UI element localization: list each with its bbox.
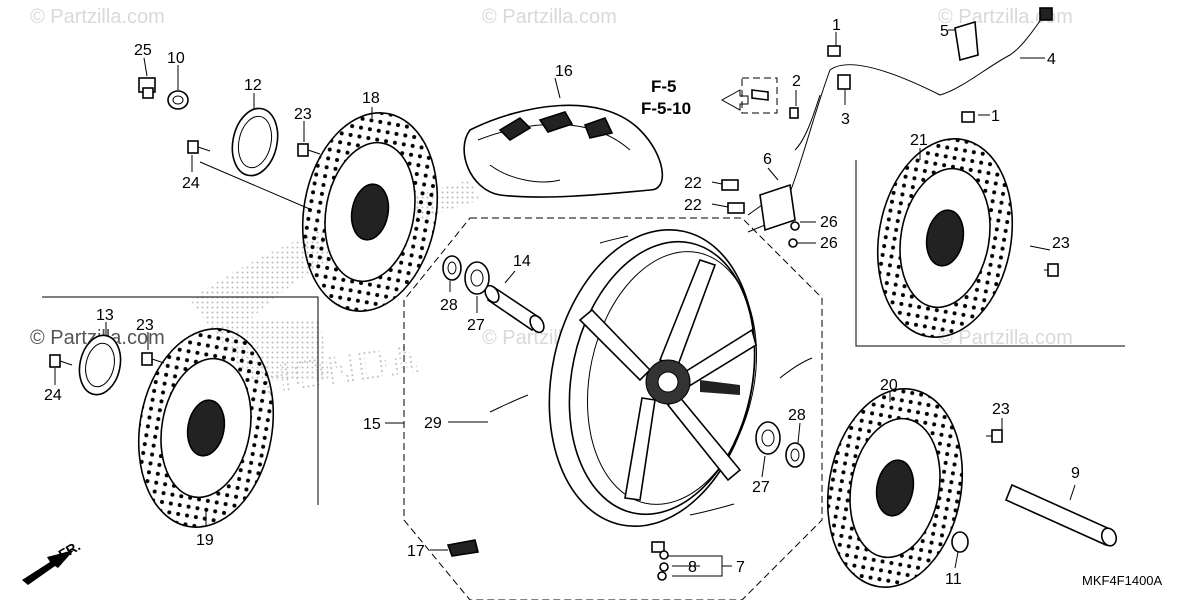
front-direction-indicator: FR.	[22, 537, 83, 585]
valve-stem-7[interactable]	[651, 541, 669, 560]
callout-12[interactable]: 12	[244, 77, 262, 94]
wheel-assembly-outline	[403, 217, 823, 600]
diagram-code: MKF4F1400A	[1082, 573, 1163, 588]
callout-1-right[interactable]: 1	[991, 108, 1000, 125]
right-inset-frame	[855, 160, 1125, 347]
callout-2[interactable]: 2	[792, 73, 801, 90]
bearing-upper[interactable]	[464, 261, 490, 295]
rim-tape-strip-top	[599, 235, 629, 244]
callouts: 1 1 2 3 4 5 6 7 8 9 10 11 12 13 14 15 16…	[44, 17, 1080, 588]
callout-23-lower-right[interactable]: 23	[992, 401, 1010, 418]
watermark-top-center: © Partzilla.com	[482, 6, 617, 28]
reference-label-f5[interactable]: F-5	[651, 77, 677, 96]
valve-cap-8b[interactable]	[657, 571, 667, 581]
watermark-top-left: © Partzilla.com	[30, 6, 165, 28]
callout-17[interactable]: 17	[407, 543, 425, 560]
bolt-25[interactable]	[138, 77, 156, 99]
wire-clamp-1-upper[interactable]	[827, 45, 841, 57]
callout-24-upper[interactable]: 24	[182, 175, 200, 192]
callout-6[interactable]: 6	[763, 151, 772, 168]
callout-9[interactable]: 9	[1071, 465, 1080, 482]
pulser-ring-lower[interactable]	[74, 331, 126, 398]
connector-plug	[1039, 7, 1053, 21]
callout-10[interactable]: 10	[167, 50, 185, 67]
washer-26-a[interactable]	[790, 221, 800, 231]
callout-11[interactable]: 11	[945, 571, 962, 588]
bolt-24-upper[interactable]	[187, 140, 211, 154]
callout-28-upper[interactable]: 28	[440, 297, 458, 314]
callout-20[interactable]: 20	[880, 377, 898, 394]
callout-22-lower[interactable]: 22	[684, 197, 702, 214]
balance-weight[interactable]	[446, 539, 479, 557]
callout-27-lower[interactable]: 27	[752, 479, 770, 496]
callout-7[interactable]: 7	[736, 559, 745, 576]
valve-cap-8a[interactable]	[659, 562, 669, 572]
bolt-2[interactable]	[789, 107, 799, 119]
rim-tape-strip-left	[489, 394, 529, 413]
callout-25[interactable]: 25	[134, 42, 152, 59]
rim-tape-strip-bottom	[689, 503, 735, 516]
callout-8[interactable]: 8	[688, 559, 697, 576]
dust-seal-lower[interactable]	[785, 442, 805, 468]
callout-23-left[interactable]: 23	[136, 317, 154, 334]
callout-3[interactable]: 3	[841, 111, 850, 128]
callout-21[interactable]: 21	[910, 132, 928, 149]
wire-clamp-1-right[interactable]	[961, 111, 975, 123]
callout-19[interactable]: 19	[196, 532, 214, 549]
callout-5[interactable]: 5	[940, 23, 949, 40]
callout-23-upper-left[interactable]: 23	[294, 106, 312, 123]
reference-bolt	[751, 89, 769, 101]
bolt-24-lower[interactable]	[49, 354, 73, 368]
callout-23-right[interactable]: 23	[1052, 235, 1070, 252]
axle-nut[interactable]	[951, 531, 969, 553]
rim-tape-strip-right	[779, 357, 813, 379]
callout-26-lower[interactable]: 26	[820, 235, 838, 252]
callout-1-top[interactable]: 1	[832, 17, 841, 34]
reference-arrow[interactable]	[720, 89, 749, 111]
background-swoosh	[190, 180, 480, 380]
sensor-wire-branch	[794, 94, 821, 151]
cap-10[interactable]	[167, 90, 189, 110]
callout-16[interactable]: 16	[555, 63, 573, 80]
callout-14[interactable]: 14	[513, 253, 531, 270]
tire[interactable]	[463, 104, 664, 198]
bolt-23-lower-right[interactable]	[986, 429, 1003, 443]
callout-22-upper[interactable]: 22	[684, 175, 702, 192]
callout-13[interactable]: 13	[96, 307, 114, 324]
wire-clamp-3[interactable]	[837, 74, 851, 90]
wire-bracket-5[interactable]	[954, 20, 979, 62]
callout-28-lower[interactable]: 28	[788, 407, 806, 424]
callout-27-upper[interactable]: 27	[467, 317, 485, 334]
reference-part-box	[741, 77, 778, 114]
bolts-22[interactable]	[721, 179, 745, 214]
callout-15[interactable]: 15	[363, 416, 381, 433]
pulser-ring-upper[interactable]	[226, 104, 283, 180]
brake-disc-lower-right[interactable]	[813, 378, 978, 598]
sensor-wire[interactable]	[784, 13, 1046, 206]
callout-26-upper[interactable]: 26	[820, 214, 838, 231]
front-wheel[interactable]	[523, 210, 781, 545]
distance-collar[interactable]	[482, 283, 546, 335]
washer-26-b[interactable]	[788, 238, 798, 248]
callout-18[interactable]: 18	[362, 90, 380, 107]
dust-seal-upper[interactable]	[442, 255, 462, 281]
bearing-lower[interactable]	[755, 421, 781, 455]
watermark-mid-right: © Partzilla.com	[938, 327, 1073, 349]
bolt-23-lower-left[interactable]	[141, 352, 165, 366]
leader-lines	[54, 29, 1076, 577]
callout-24-lower[interactable]: 24	[44, 387, 62, 404]
brake-disc-upper-right[interactable]	[863, 128, 1028, 348]
front-axle[interactable]	[1004, 483, 1119, 548]
callout-29[interactable]: 29	[424, 415, 442, 432]
left-inset-frame	[42, 296, 319, 505]
brake-disc-left[interactable]	[124, 318, 289, 538]
speed-sensor[interactable]	[747, 183, 796, 233]
reference-label-f5-10[interactable]: F-5-10	[641, 99, 691, 118]
brake-disc-upper-left[interactable]	[288, 102, 453, 322]
callout-4[interactable]: 4	[1047, 51, 1056, 68]
bolt-23-upper[interactable]	[297, 143, 321, 157]
bolt-23-right[interactable]	[1044, 263, 1059, 277]
